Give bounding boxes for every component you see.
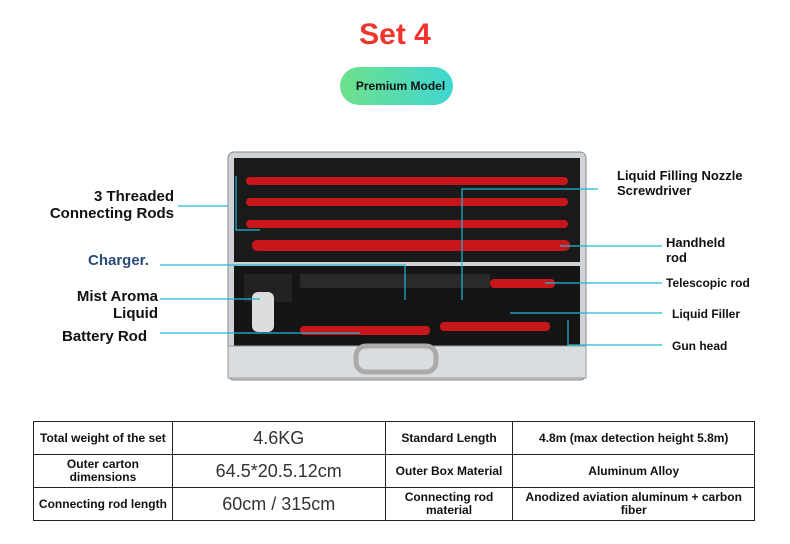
liquid-filler: [440, 322, 550, 331]
spec-value: 4.8m (max detection height 5.8m): [512, 421, 755, 455]
spec-value: Anodized aviation aluminum + carbon fibe…: [512, 487, 755, 521]
spec-label: Outer Box Material: [384, 454, 514, 488]
label-nozzle-screwdriver: Liquid Filling Nozzle Screwdriver: [617, 168, 743, 198]
spec-label: Outer carton dimensions: [33, 454, 173, 488]
page-title: Set 4: [359, 18, 431, 51]
product-case-image: [160, 151, 662, 381]
label-telescopic-rod: Telescopic rod: [666, 276, 750, 290]
telescopic-rod: [490, 279, 555, 288]
label-gun-head: Gun head: [672, 339, 728, 353]
spec-label: Connecting rod length: [33, 487, 173, 521]
connecting-rod-3: [246, 220, 568, 228]
label-mist-aroma-liquid: Mist Aroma Liquid: [76, 288, 158, 322]
label-handheld-rod: Handheld rod: [666, 235, 726, 265]
spec-label: Standard Length: [384, 421, 514, 455]
mist-bottle: [252, 292, 274, 332]
spec-value: 60cm / 315cm: [171, 487, 386, 521]
spec-value: Aluminum Alloy: [512, 454, 755, 488]
handheld-rod: [252, 240, 570, 251]
label-connecting-rods: 3 Threaded Connecting Rods: [49, 188, 174, 222]
connecting-rod-1: [246, 177, 568, 185]
label-liquid-filler: Liquid Filler: [672, 307, 740, 321]
spec-label: Total weight of the set: [33, 421, 173, 455]
spec-value: 4.6KG: [171, 421, 386, 455]
premium-model-badge: Premium Model: [340, 67, 453, 105]
label-charger: Charger.: [88, 252, 149, 269]
connecting-rod-2: [246, 198, 568, 206]
spec-value: 64.5*20.5.12cm: [171, 454, 386, 488]
telescopic-body: [300, 274, 490, 288]
label-battery-rod: Battery Rod: [62, 328, 148, 345]
spec-label: Connecting rod material: [384, 487, 514, 521]
battery-rod: [300, 326, 430, 335]
